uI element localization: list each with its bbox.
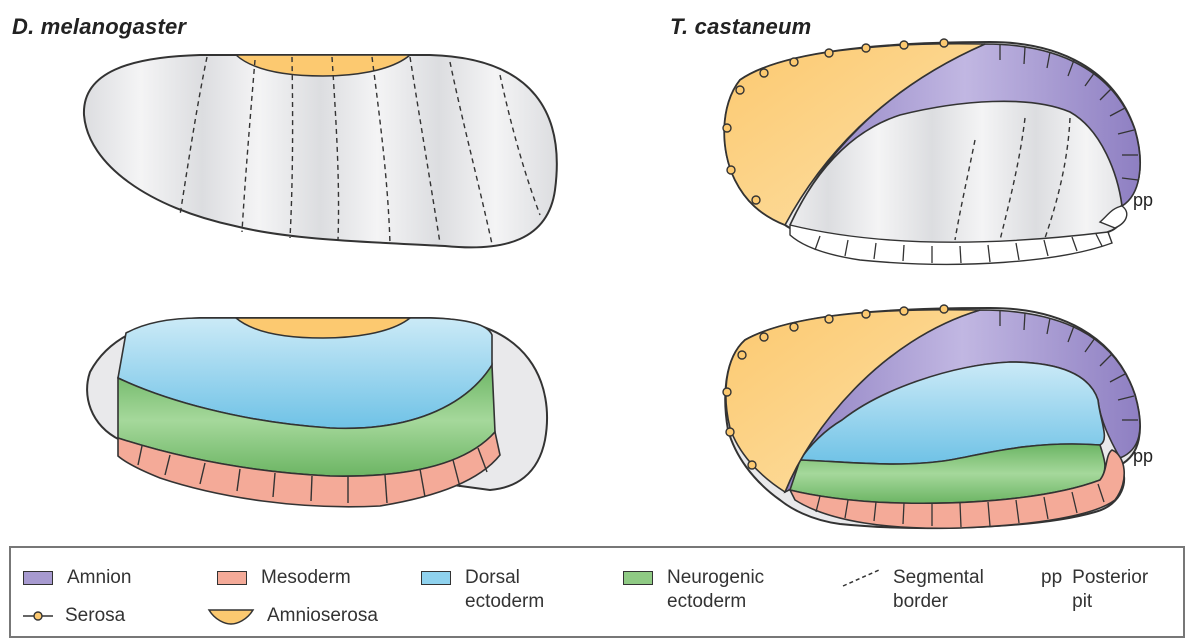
legend-item-neurogenic-ectoderm: Neurogenic ectoderm [623, 566, 764, 614]
legend-item-posterior-pit: pp Posterior pit [1041, 566, 1148, 614]
legend-item-mesoderm: Mesoderm [217, 566, 351, 590]
dmel-embryo-body [84, 55, 557, 247]
legend-label-posterior-pit: Posterior pit [1072, 566, 1148, 614]
serosa-glyph-icon [23, 604, 53, 628]
legend-label-amnion: Amnion [67, 566, 131, 590]
legend-label-neurogenic-ectoderm: Neurogenic ectoderm [667, 566, 764, 614]
segmental-border-glyph-icon [841, 566, 881, 590]
dorsal-ectoderm-swatch [421, 571, 451, 585]
legend-item-serosa: Serosa [23, 604, 125, 628]
dmel-embryo-late [87, 318, 547, 507]
legend-item-amnioserosa: Amnioserosa [207, 604, 378, 628]
legend-item-dorsal-ectoderm: Dorsal ectoderm [421, 566, 544, 614]
legend-item-segmental-border: Segmental border [841, 566, 984, 614]
embryo-diagrams [0, 0, 1196, 540]
dmel-embryo-early [84, 55, 557, 247]
legend-label-serosa: Serosa [65, 604, 125, 628]
legend-label-segmental-border: Segmental border [893, 566, 984, 614]
legend: Amnion Serosa Mesoderm Amnioserosa Dorsa… [9, 546, 1185, 638]
neurogenic-ectoderm-swatch [623, 571, 653, 585]
tcas-embryo-early [723, 39, 1140, 264]
mesoderm-swatch [217, 571, 247, 585]
posterior-pit-label-top: pp [1133, 190, 1153, 211]
amnioserosa-glyph-icon [207, 604, 255, 628]
legend-item-amnion: Amnion [23, 566, 131, 590]
legend-key-pp: pp [1041, 566, 1062, 590]
legend-label-amnioserosa: Amnioserosa [267, 604, 378, 628]
posterior-pit-label-bottom: pp [1133, 446, 1153, 467]
legend-label-mesoderm: Mesoderm [261, 566, 351, 590]
tcas-embryo-late [723, 305, 1140, 528]
legend-label-dorsal-ectoderm: Dorsal ectoderm [465, 566, 544, 614]
amnion-swatch [23, 571, 53, 585]
